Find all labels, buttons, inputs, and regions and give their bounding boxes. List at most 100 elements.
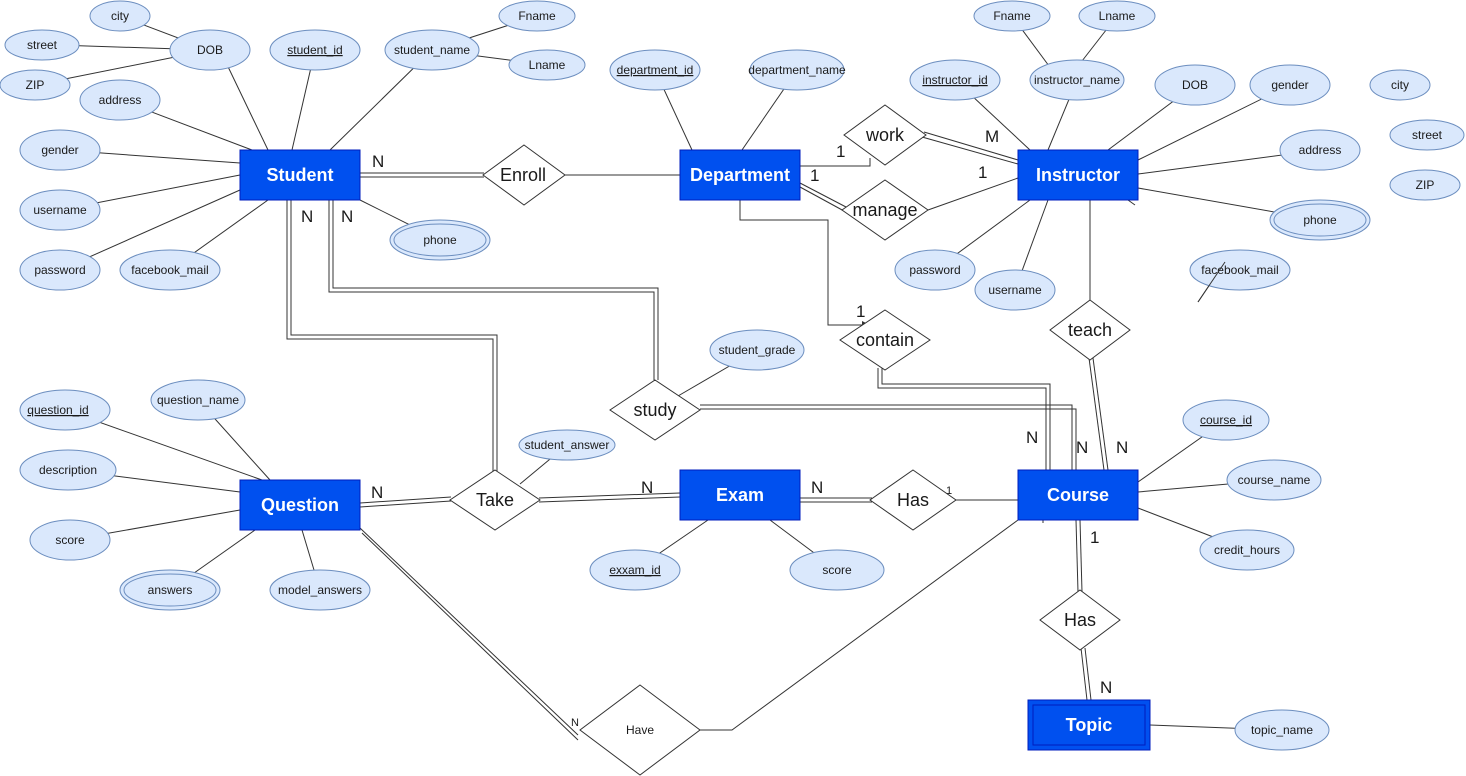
attribute-student-address[interactable]: address [79, 79, 161, 121]
attribute-exam-score[interactable]: score [789, 549, 885, 591]
attribute-label: phone [423, 233, 457, 247]
attribute-student-lname[interactable]: Lname [508, 49, 586, 81]
attribute-instructor-name[interactable]: instructor_name [1029, 59, 1125, 101]
entity-course[interactable]: Course [1017, 469, 1139, 521]
stray-connector [1197, 261, 1226, 303]
attribute-instructor-lname[interactable]: Lname [1078, 0, 1156, 32]
relationship-contain[interactable]: contain [839, 309, 931, 371]
attribute-student-password[interactable]: password [19, 249, 101, 291]
attribute-instructor-username[interactable]: username [974, 269, 1056, 311]
relationship-exam-has-label: Has [897, 490, 929, 510]
attribute-label: city [1391, 78, 1409, 92]
relationship-course-has[interactable]: Has [1039, 589, 1121, 651]
attribute-student-dob[interactable]: DOB [169, 29, 251, 71]
attribute-label: address [99, 93, 142, 107]
attribute-instructor-address[interactable]: address [1279, 129, 1361, 171]
attribute-student-answer[interactable]: student_answer [518, 429, 616, 461]
attribute-label: topic_name [1251, 723, 1313, 737]
relationship-contain-label: contain [856, 330, 914, 350]
attribute-instructor-street[interactable]: street [1389, 119, 1465, 151]
relationship-teach[interactable]: teach [1049, 299, 1131, 361]
attribute-instructor-gender[interactable]: gender [1249, 64, 1331, 106]
entity-question[interactable]: Question [239, 479, 361, 531]
relationship-teach-label: teach [1068, 320, 1112, 340]
relationship-work-label: work [865, 125, 905, 145]
attribute-label: instructor_id [922, 73, 987, 87]
relationship-enroll[interactable]: Enroll [482, 144, 566, 206]
attribute-label: ZIP [26, 78, 45, 92]
entity-department-label: Department [690, 165, 790, 185]
attribute-label: question_name [157, 393, 239, 407]
cardinality-topic-has: N [1100, 678, 1112, 697]
attribute-student-id-key[interactable]: student_id [269, 29, 361, 71]
cardinality-exam-has: N [811, 478, 823, 497]
cardinality-instructor-manage: 1 [978, 163, 987, 182]
entity-student[interactable]: Student [239, 149, 361, 201]
attribute-label: street [27, 38, 58, 52]
attribute-label: Lname [529, 58, 566, 72]
relationship-have[interactable]: Have [579, 684, 701, 776]
attribute-label: model_answers [278, 583, 362, 597]
attribute-instructor-dob[interactable]: DOB [1154, 64, 1236, 106]
attribute-department-name[interactable]: department_name [748, 49, 846, 91]
attribute-student-facebook-mail[interactable]: facebook_mail [119, 249, 221, 291]
attribute-label: ZIP [1416, 178, 1435, 192]
relationship-take[interactable]: Take [449, 469, 541, 531]
attribute-question-name[interactable]: question_name [150, 379, 246, 421]
attribute-student-grade[interactable]: student_grade [709, 329, 805, 371]
attribute-exam-id-key[interactable]: exxam_id [589, 549, 681, 591]
attribute-label: username [33, 203, 87, 217]
cardinality-exam-take: N [641, 478, 653, 497]
relationship-have-label: Have [626, 723, 654, 737]
entity-department[interactable]: Department [679, 149, 801, 201]
entity-exam[interactable]: Exam [679, 469, 801, 521]
attribute-instructor-phone-multivalued[interactable]: phone [1269, 199, 1371, 241]
attribute-question-score[interactable]: score [29, 519, 111, 561]
attribute-student-city[interactable]: city [89, 0, 151, 32]
attribute-instructor-zip[interactable]: ZIP [1389, 169, 1461, 201]
attribute-question-id-key[interactable]: question_id [19, 389, 111, 431]
attribute-label: department_name [748, 63, 846, 77]
entity-instructor[interactable]: Instructor [1017, 149, 1139, 201]
cardinality-course-study: N [1076, 438, 1088, 457]
attribute-course-name[interactable]: course_name [1226, 459, 1322, 501]
relationship-take-label: Take [476, 490, 514, 510]
entity-topic-weak[interactable]: Topic [1027, 699, 1151, 751]
attribute-instructor-fname[interactable]: Fname [973, 0, 1051, 32]
attribute-label: department_id [617, 63, 694, 77]
attribute-student-username[interactable]: username [19, 189, 101, 231]
attribute-topic-name[interactable]: topic_name [1234, 709, 1330, 751]
attribute-question-description[interactable]: description [19, 449, 117, 491]
entity-instructor-label: Instructor [1036, 165, 1120, 185]
attribute-label: course_id [1200, 413, 1252, 427]
attribute-label: exxam_id [609, 563, 660, 577]
attribute-question-answers-multivalued[interactable]: answers [119, 569, 221, 611]
attribute-label: DOB [197, 43, 223, 57]
attribute-instructor-id-key[interactable]: instructor_id [909, 59, 1001, 101]
relationship-manage[interactable]: manage [841, 179, 929, 241]
relationship-study-label: study [633, 400, 676, 420]
attribute-label: student_name [394, 43, 470, 57]
relationship-study[interactable]: study [609, 379, 701, 441]
attribute-label: phone [1303, 213, 1337, 227]
cardinality-student-study: N [341, 207, 353, 226]
attribute-course-credit-hours[interactable]: credit_hours [1199, 529, 1295, 571]
relationship-work[interactable]: work [843, 104, 927, 166]
attribute-instructor-facebook-mail[interactable]: facebook_mail [1189, 249, 1291, 291]
attribute-student-phone-multivalued[interactable]: phone [389, 219, 491, 261]
attribute-question-model-answers[interactable]: model_answers [269, 569, 371, 611]
attribute-instructor-password[interactable]: password [894, 249, 976, 291]
relationship-exam-has[interactable]: Has [869, 469, 957, 531]
attribute-student-street[interactable]: street [4, 29, 80, 61]
cardinality-department-work: 1 [836, 142, 845, 161]
attribute-instructor-city[interactable]: city [1369, 69, 1431, 101]
cardinality-course-contain: N [1026, 428, 1038, 447]
relationship-enroll-label: Enroll [500, 165, 546, 185]
attribute-student-zip[interactable]: ZIP [0, 69, 71, 101]
attribute-department-id-key[interactable]: department_id [609, 49, 701, 91]
attribute-student-gender[interactable]: gender [19, 129, 101, 171]
attribute-student-name[interactable]: student_name [384, 29, 480, 71]
attribute-student-fname[interactable]: Fname [498, 0, 576, 32]
attribute-course-id-key[interactable]: course_id [1182, 399, 1270, 441]
